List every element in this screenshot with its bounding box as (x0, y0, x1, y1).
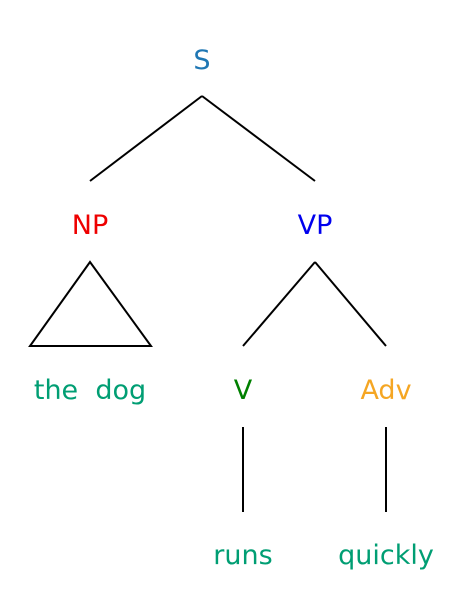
node-runs: runs (213, 540, 272, 571)
edge-vp-v (242, 261, 316, 347)
node-adv: Adv (360, 375, 411, 406)
np-collapsed-triangle (28, 260, 153, 347)
node-quickly: quickly (338, 540, 434, 571)
node-np: NP (72, 210, 108, 241)
edge-vp-adv (314, 261, 387, 347)
node-s: S (193, 45, 210, 76)
node-np-leaf: the dog (34, 375, 146, 406)
edge-s-np (89, 95, 203, 182)
node-vp: VP (298, 210, 333, 241)
edge-s-vp (201, 95, 316, 182)
node-v: V (234, 375, 253, 406)
